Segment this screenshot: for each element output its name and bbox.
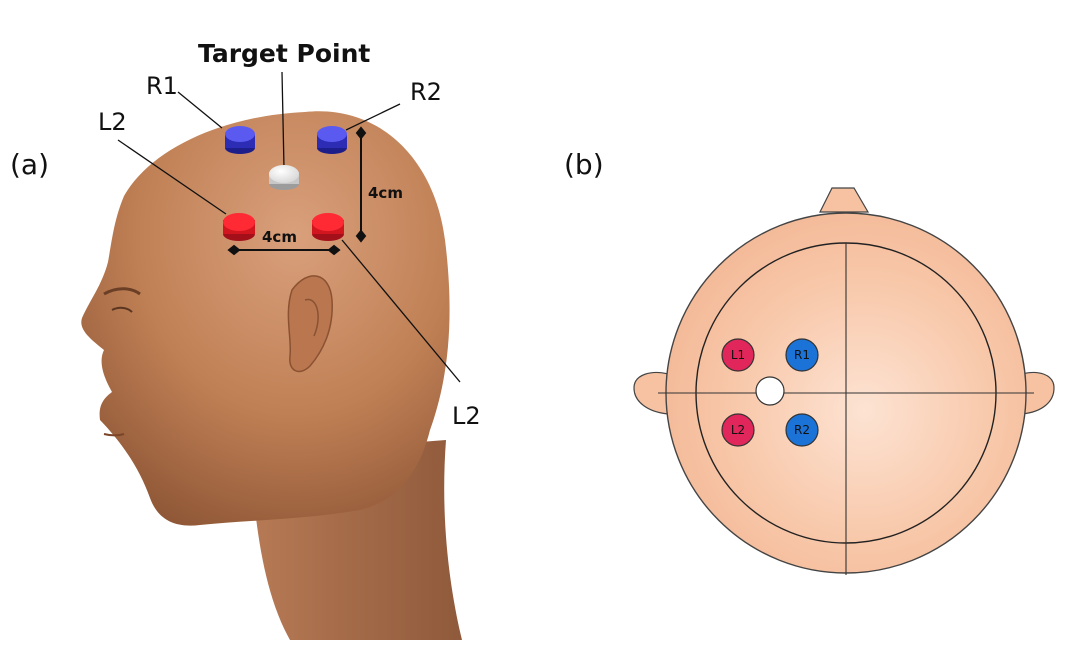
leader-r2 [345,103,401,131]
side-target-point [269,165,299,190]
mouth-shape [103,433,125,437]
top-electrode-l2-label: L2 [731,423,745,437]
side-electrode-l2-right [312,213,344,241]
panel-b: (b) L1 R1 L2 R2 [564,148,1055,575]
dim-horizontal-cap-left [227,244,241,256]
panel-a: (a) [10,39,481,640]
leader-lines [117,71,461,383]
top-electrode-l1-label: L1 [731,348,745,362]
dim-vertical-cap-top [355,126,367,140]
l2-upper-callout-label: L2 [98,108,127,136]
r1-callout-label: R1 [146,72,178,100]
ear-inner [304,298,319,337]
side-electrode-r2 [317,126,347,154]
leader-r1 [177,91,223,129]
l2-lower-callout-label: L2 [452,402,481,430]
eyebrow-shape [103,287,141,296]
dim-vertical-label: 4cm [368,184,403,202]
right-ear-shape [1021,371,1055,415]
dim-vertical-cap-bottom [355,229,367,243]
eye-shape [111,306,133,313]
dim-horizontal-label: 4cm [262,228,297,246]
top-electrode-r1: R1 [785,338,819,372]
head-shape [81,111,450,526]
top-electrode-r2: R2 [785,413,819,447]
panel-a-label: (a) [10,148,49,181]
side-head [81,111,462,640]
dimension-lines [227,126,367,256]
nose-shape [819,187,870,213]
r2-callout-label: R2 [410,78,442,106]
ear-shape [287,275,333,373]
leader-l2-upper [117,139,227,215]
top-electrode-r1-label: R1 [794,348,810,362]
left-ear-shape [633,371,669,415]
side-electrode-l2-left [223,213,255,241]
target-point-label: Target Point [198,39,370,68]
top-electrode-r2-label: R2 [794,423,810,437]
top-electrode-l1: L1 [721,338,755,372]
top-electrode-l2: L2 [721,413,755,447]
dim-horizontal-cap-right [327,244,341,256]
leader-l2-lower [341,239,461,383]
top-target-point [755,376,785,406]
leader-target [281,71,285,169]
panel-b-label: (b) [564,148,604,181]
side-electrode-r1 [225,126,255,154]
